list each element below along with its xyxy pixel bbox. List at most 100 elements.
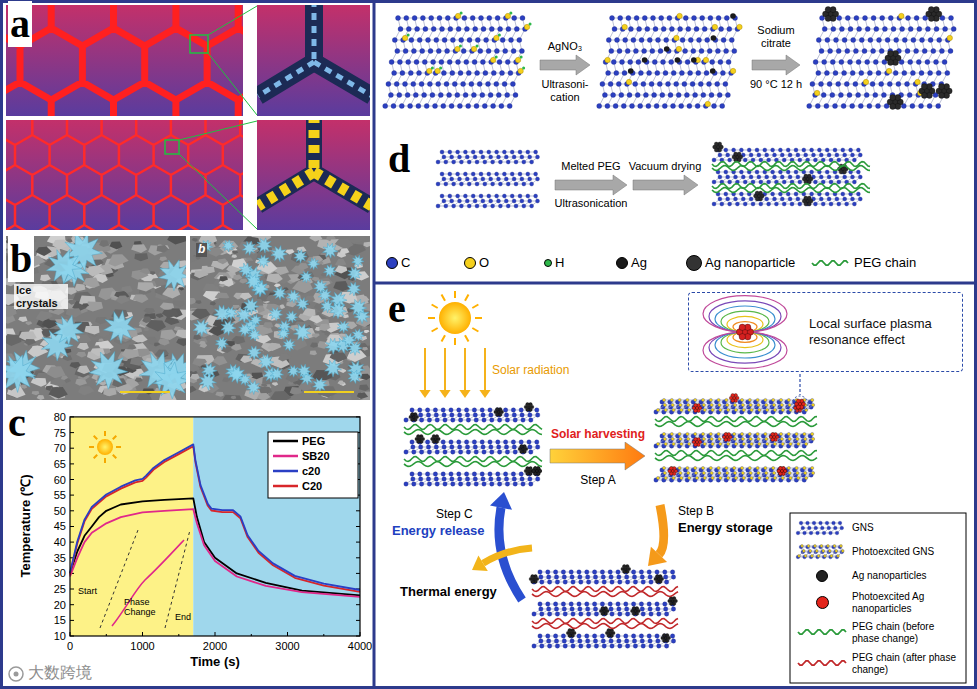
carbon-atom <box>436 204 440 208</box>
sem-flake <box>31 378 47 387</box>
sem-flake <box>208 247 224 257</box>
carbon-atom <box>849 148 853 152</box>
carbon-atom <box>835 197 839 201</box>
sem-flake <box>159 257 167 262</box>
sem-flake <box>190 256 197 262</box>
nanoparticle-atom <box>526 467 530 471</box>
carbon-atom <box>683 16 688 21</box>
carbon-atom <box>708 16 713 21</box>
carbon-atom <box>827 197 831 201</box>
sem-flake <box>162 288 180 299</box>
carbon-atom <box>734 403 737 406</box>
axis-ticks <box>70 417 360 636</box>
carbon-atom <box>518 194 522 198</box>
sem-flake <box>32 391 40 395</box>
carbon-atom <box>518 150 522 154</box>
carbon-atom <box>440 172 444 176</box>
carbon-atom <box>512 177 516 181</box>
carbon-atom <box>404 16 409 21</box>
carbon-atom <box>411 82 416 87</box>
carbon-atom <box>467 38 472 43</box>
oxygen-atom <box>471 46 476 51</box>
ice-crystal <box>348 341 363 355</box>
carbon-atom <box>721 38 726 43</box>
carbon-atom <box>602 93 607 98</box>
carbon-atom <box>740 398 743 401</box>
sem-flake <box>116 296 131 305</box>
silver-atom <box>710 68 716 74</box>
carbon-atom <box>494 82 499 87</box>
ice-crystal <box>288 365 300 377</box>
sem-flake <box>286 301 297 307</box>
carbon-atom <box>480 93 485 98</box>
carbon-atom <box>497 482 501 486</box>
carbon-atom <box>705 38 710 43</box>
carbon-atom <box>833 104 838 109</box>
sem-flake <box>134 253 148 261</box>
carbon-atom <box>822 60 827 65</box>
carbon-atom <box>479 150 483 154</box>
oxygen-atom <box>863 79 868 84</box>
carbon-atom <box>419 82 424 87</box>
carbon-atom <box>729 38 734 43</box>
oxygen-atom <box>518 68 523 73</box>
carbon-atom <box>767 180 771 184</box>
carbon-atom <box>811 398 814 401</box>
carbon-atom <box>723 82 728 87</box>
sem-flake <box>199 341 206 345</box>
nanoparticle-atom <box>432 440 436 444</box>
ice-crystal <box>247 346 261 360</box>
carbon-atom <box>503 472 507 476</box>
zoom-box <box>190 35 208 53</box>
carbon-atom <box>734 197 738 201</box>
ice-crystal <box>347 282 361 296</box>
hydrogen-atom <box>407 34 410 37</box>
carbon-atom <box>743 158 747 162</box>
hydrogen-atom <box>459 45 462 48</box>
carbon-atom <box>459 204 463 208</box>
carbon-atom <box>513 450 517 454</box>
carbon-atom <box>465 155 469 159</box>
carbon-atom <box>481 27 486 32</box>
sem-flake <box>25 322 32 326</box>
carbon-atom <box>466 71 471 76</box>
carbon-atom <box>735 202 739 206</box>
carbon-atom <box>694 398 697 401</box>
silver-atom <box>691 57 697 63</box>
carbon-atom <box>824 71 829 76</box>
carbon-atom <box>444 160 448 164</box>
carbon-atom <box>841 192 845 196</box>
sem-flake <box>86 302 103 312</box>
carbon-atom <box>512 16 517 21</box>
carbon-atom <box>688 38 693 43</box>
carbon-atom <box>424 104 429 109</box>
carbon-atom <box>813 202 817 206</box>
carbon-atom <box>463 93 468 98</box>
carbon-atom <box>873 93 878 98</box>
carbon-atom <box>430 93 435 98</box>
carbon-atom <box>426 38 431 43</box>
silver-atom <box>628 68 634 74</box>
carbon-atom <box>488 440 492 444</box>
carbon-atom <box>608 82 613 87</box>
carbon-atom <box>720 104 725 109</box>
carbon-atom <box>519 472 523 476</box>
carbon-atom <box>786 192 790 196</box>
carbon-atom <box>851 175 855 179</box>
carbon-atom <box>626 16 631 21</box>
carbon-atom <box>606 38 611 43</box>
carbon-atom <box>609 49 614 54</box>
sem-image <box>6 236 186 400</box>
carbon-atom <box>528 199 532 203</box>
block-arrow <box>633 175 698 195</box>
sem-flake <box>40 275 51 282</box>
carbon-atom <box>728 180 732 184</box>
carbon-atom <box>835 175 839 179</box>
carbon-atom <box>428 49 433 54</box>
sem-flake <box>266 274 283 284</box>
oxygen-atom <box>402 35 407 40</box>
carbon-atom <box>442 199 446 203</box>
sem-flake <box>172 301 185 308</box>
ice-crystal <box>323 243 338 258</box>
nanoparticle-atom <box>534 472 538 476</box>
